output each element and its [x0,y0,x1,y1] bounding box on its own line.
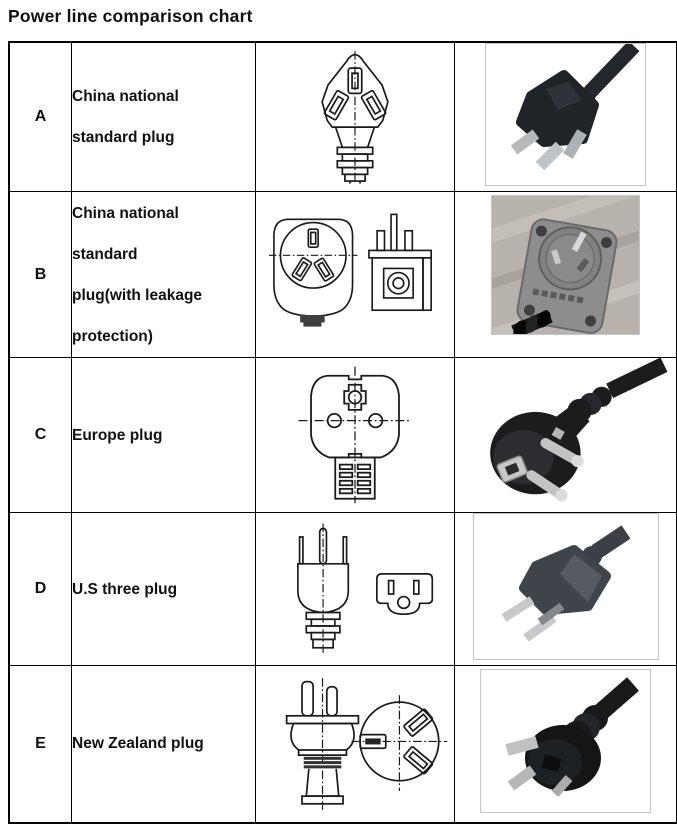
new-zealand-plug-line-drawing-icon [261,676,449,812]
row-diagram-cell [256,666,455,823]
row-photo-cell [455,192,677,358]
row-letter: C [9,358,72,513]
row-description: New Zealand plug [72,666,256,823]
page-title: Power line comparison chart [8,6,253,27]
new-zealand-plug-photo-icon [480,669,651,813]
china-leakage-protection-plug-line-drawing-icon [269,209,441,341]
china-standard-plug-photo-icon [485,43,646,186]
table-row-a: A China national standard plug [9,42,677,192]
row-photo-cell [455,42,677,192]
row-letter: D [9,513,72,666]
row-letter: E [9,666,72,823]
table-row-d: D U.S three plug [9,513,677,666]
row-diagram-cell [256,358,455,513]
row-description: U.S three plug [72,513,256,666]
row-diagram-cell [256,513,455,666]
china-leakage-protection-plug-photo-icon [491,195,640,335]
row-diagram-cell [256,42,455,192]
europe-plug-line-drawing-icon [296,365,414,505]
row-description: China national standard plug(with leakag… [72,192,256,358]
power-line-comparison-table: A China national standard plug [8,41,677,824]
row-letter: A [9,42,72,192]
europe-plug-photo-icon [457,358,674,507]
table-row-b: B China national standard plug(with leak… [9,192,677,358]
us-three-plug-photo-icon [473,513,659,660]
row-description: China national standard plug [72,42,256,192]
table-row-e: E New Zealand plug [9,666,677,823]
row-photo-cell [455,358,677,513]
row-letter: B [9,192,72,358]
us-three-plug-line-drawing-icon [271,521,439,657]
table-row-c: C Europe plug [9,358,677,513]
row-photo-cell [455,666,677,823]
row-photo-cell [455,513,677,666]
row-description: Europe plug [72,358,256,513]
row-diagram-cell [256,192,455,358]
china-standard-plug-line-drawing-icon [296,48,414,186]
